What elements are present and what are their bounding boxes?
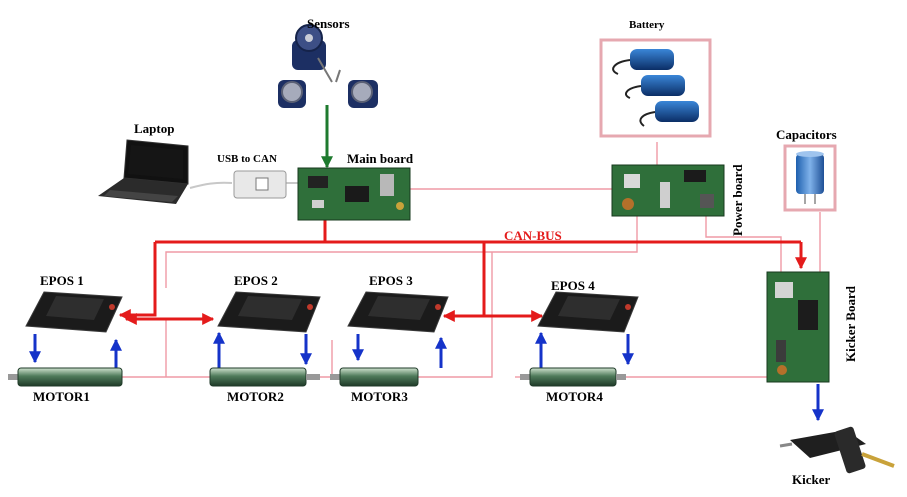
battery-box xyxy=(599,38,712,138)
epos-1-label: EPOS 1 xyxy=(40,273,84,288)
can-bus-label: CAN-BUS xyxy=(504,228,562,243)
sensors-label: Sensors xyxy=(307,16,350,31)
epos-2-icon xyxy=(217,291,321,333)
epos-4-label: EPOS 4 xyxy=(551,278,595,293)
epos-2-label: EPOS 2 xyxy=(234,273,278,288)
epos-4-icon xyxy=(537,291,639,333)
motor-4-label: MOTOR4 xyxy=(546,389,603,404)
usb-to-can-label: USB to CAN xyxy=(217,153,277,165)
main-board-icon xyxy=(297,167,411,221)
power-lines xyxy=(117,142,821,378)
kicker-label: Kicker xyxy=(792,472,831,487)
sensors-icon xyxy=(278,24,378,108)
motor-4-icon xyxy=(520,367,626,387)
motor-2-icon xyxy=(209,367,320,387)
capacitors-label: Capacitors xyxy=(776,127,837,142)
usb-cable xyxy=(189,181,233,189)
motor-1-label: MOTOR1 xyxy=(33,389,90,404)
power-board-icon xyxy=(611,164,725,217)
usb-to-can-icon xyxy=(233,170,287,199)
epos-3-icon xyxy=(347,291,449,333)
motor-1-icon xyxy=(8,367,123,387)
laptop-icon xyxy=(98,139,189,204)
capacitor-icon xyxy=(796,151,824,204)
motor-3-icon xyxy=(330,367,419,387)
motor-2-label: MOTOR2 xyxy=(227,389,284,404)
battery-label: Battery xyxy=(629,19,665,31)
laptop-label: Laptop xyxy=(134,121,175,136)
epos-1-icon xyxy=(25,291,123,333)
battery-icon xyxy=(612,49,699,127)
can-bus-lines xyxy=(118,220,807,325)
signal-arrows xyxy=(29,331,824,422)
kicker-icon xyxy=(779,426,895,474)
kicker-board-label: Kicker Board xyxy=(843,286,858,362)
main-board-label: Main board xyxy=(347,151,414,166)
kicker-board-icon xyxy=(766,271,830,383)
motor-3-label: MOTOR3 xyxy=(351,389,408,404)
power-board-label: Power board xyxy=(730,164,745,236)
capacitor-box xyxy=(783,144,837,212)
epos-3-label: EPOS 3 xyxy=(369,273,413,288)
